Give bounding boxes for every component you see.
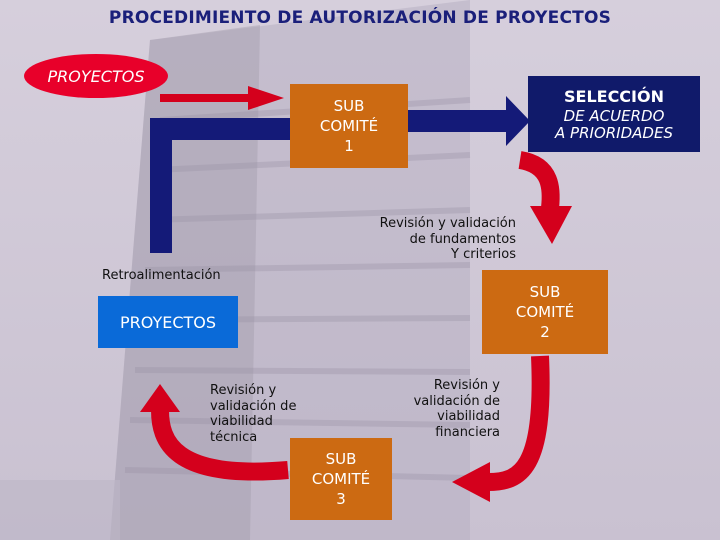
fundamentos-note-line: Y criterios xyxy=(451,247,516,263)
start-proyectos-oval: PROYECTOS xyxy=(24,54,168,98)
sub-comite-1-line: COMITÉ xyxy=(319,116,379,135)
arrow-to-subcomite-1 xyxy=(160,86,284,110)
seleccion-line: DE ACUERDO xyxy=(563,106,665,125)
tecnica-note-line: validación de xyxy=(210,398,297,414)
curved-arrow-to-proyectos xyxy=(140,384,289,481)
sub-comite-3-line: SUB xyxy=(325,449,357,468)
sub-comite-2-line: SUB xyxy=(529,282,561,301)
sub-comite-1-box: SUB COMITÉ 1 xyxy=(290,84,408,168)
sub-comite-3-box: SUB COMITÉ 3 xyxy=(290,438,392,520)
fundamentos-note-line: Revisión y validación xyxy=(379,216,516,231)
tecnica-note-line: Revisión y xyxy=(210,383,277,398)
sub-comite-3-line: 3 xyxy=(336,490,346,509)
financiera-note: Revisión y validación de viabilidad fina… xyxy=(396,378,500,440)
proyectos-box: PROYECTOS xyxy=(98,296,238,348)
sub-comite-2-line: 2 xyxy=(540,323,550,342)
sub-comite-2-line: COMITÉ xyxy=(515,302,575,321)
sub-comite-1-line: 1 xyxy=(344,137,354,156)
sub-comite-2-box: SUB COMITÉ 2 xyxy=(482,270,608,354)
fundamentos-note-line: de fundamentos xyxy=(409,231,516,247)
financiera-note-line: Revisión y xyxy=(433,378,500,393)
fundamentos-note: Revisión y validación de fundamentos Y c… xyxy=(350,216,516,263)
curved-arrow-to-subcomite-3 xyxy=(452,355,550,502)
sub-comite-3-line: COMITÉ xyxy=(311,469,371,488)
retroalimentacion-label: Retroalimentación xyxy=(102,268,221,283)
sub-comite-1-line: SUB xyxy=(333,96,365,115)
seleccion-heading: SELECCIÓN xyxy=(563,86,664,106)
tecnica-note: Revisión y validación de viabilidad técn… xyxy=(210,383,320,445)
tecnica-note-line: técnica xyxy=(210,429,258,445)
seleccion-line: A PRIORIDADES xyxy=(555,123,673,142)
financiera-note-line: validación de xyxy=(413,393,500,409)
curved-arrow-seleccion-down xyxy=(517,151,572,244)
arrow-to-seleccion xyxy=(408,96,530,146)
financiera-note-line: financiera xyxy=(435,424,500,440)
seleccion-box: SELECCIÓN DE ACUERDO A PRIORIDADES xyxy=(528,76,700,152)
page-title: PROCEDIMIENTO DE AUTORIZACIÓN DE PROYECT… xyxy=(108,8,612,28)
feedback-arrow xyxy=(150,118,290,253)
tecnica-note-line: viabilidad xyxy=(210,414,273,430)
financiera-note-line: viabilidad xyxy=(437,409,500,425)
